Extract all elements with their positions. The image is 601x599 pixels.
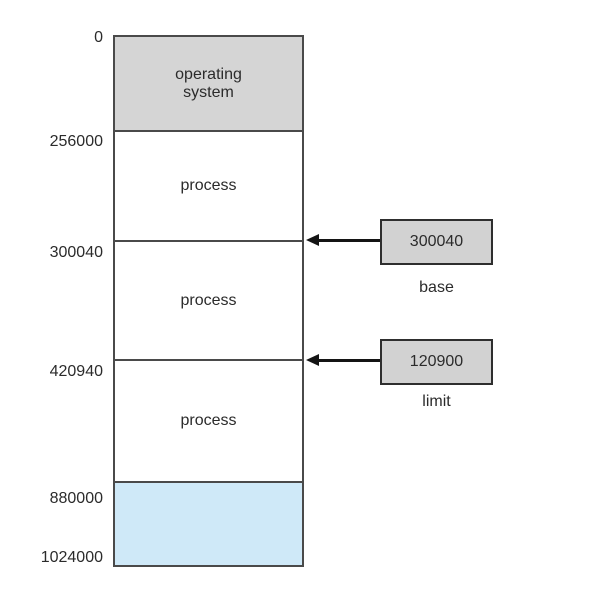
address-label-300040: 300040	[49, 244, 103, 261]
address-label-1024000: 1024000	[40, 549, 103, 566]
limit-register-caption: limit	[422, 393, 451, 410]
segment-process-3: process	[115, 359, 302, 481]
memory-column: operating system process process process	[113, 35, 304, 567]
segment-free-region	[115, 481, 302, 565]
segment-process-1: process	[115, 130, 302, 240]
limit-arrow-left-icon	[306, 354, 380, 367]
base-register-box: 300040	[380, 219, 493, 265]
arrow-shaft	[317, 359, 380, 362]
base-register-caption: base	[419, 279, 454, 296]
limit-register-value: 120900	[409, 353, 464, 370]
limit-register-box: 120900	[380, 339, 493, 385]
arrow-head-icon	[306, 354, 319, 366]
arrow-shaft	[317, 239, 380, 242]
address-label-880000: 880000	[49, 490, 103, 507]
address-label-420940: 420940	[49, 363, 103, 380]
segment-process-2: process	[115, 240, 302, 359]
arrow-head-icon	[306, 234, 319, 246]
base-register-value: 300040	[409, 233, 464, 250]
segment-operating-system: operating system	[115, 37, 302, 130]
address-label-0: 0	[94, 29, 103, 46]
base-arrow-left-icon	[306, 234, 380, 247]
address-label-256000: 256000	[49, 133, 103, 150]
